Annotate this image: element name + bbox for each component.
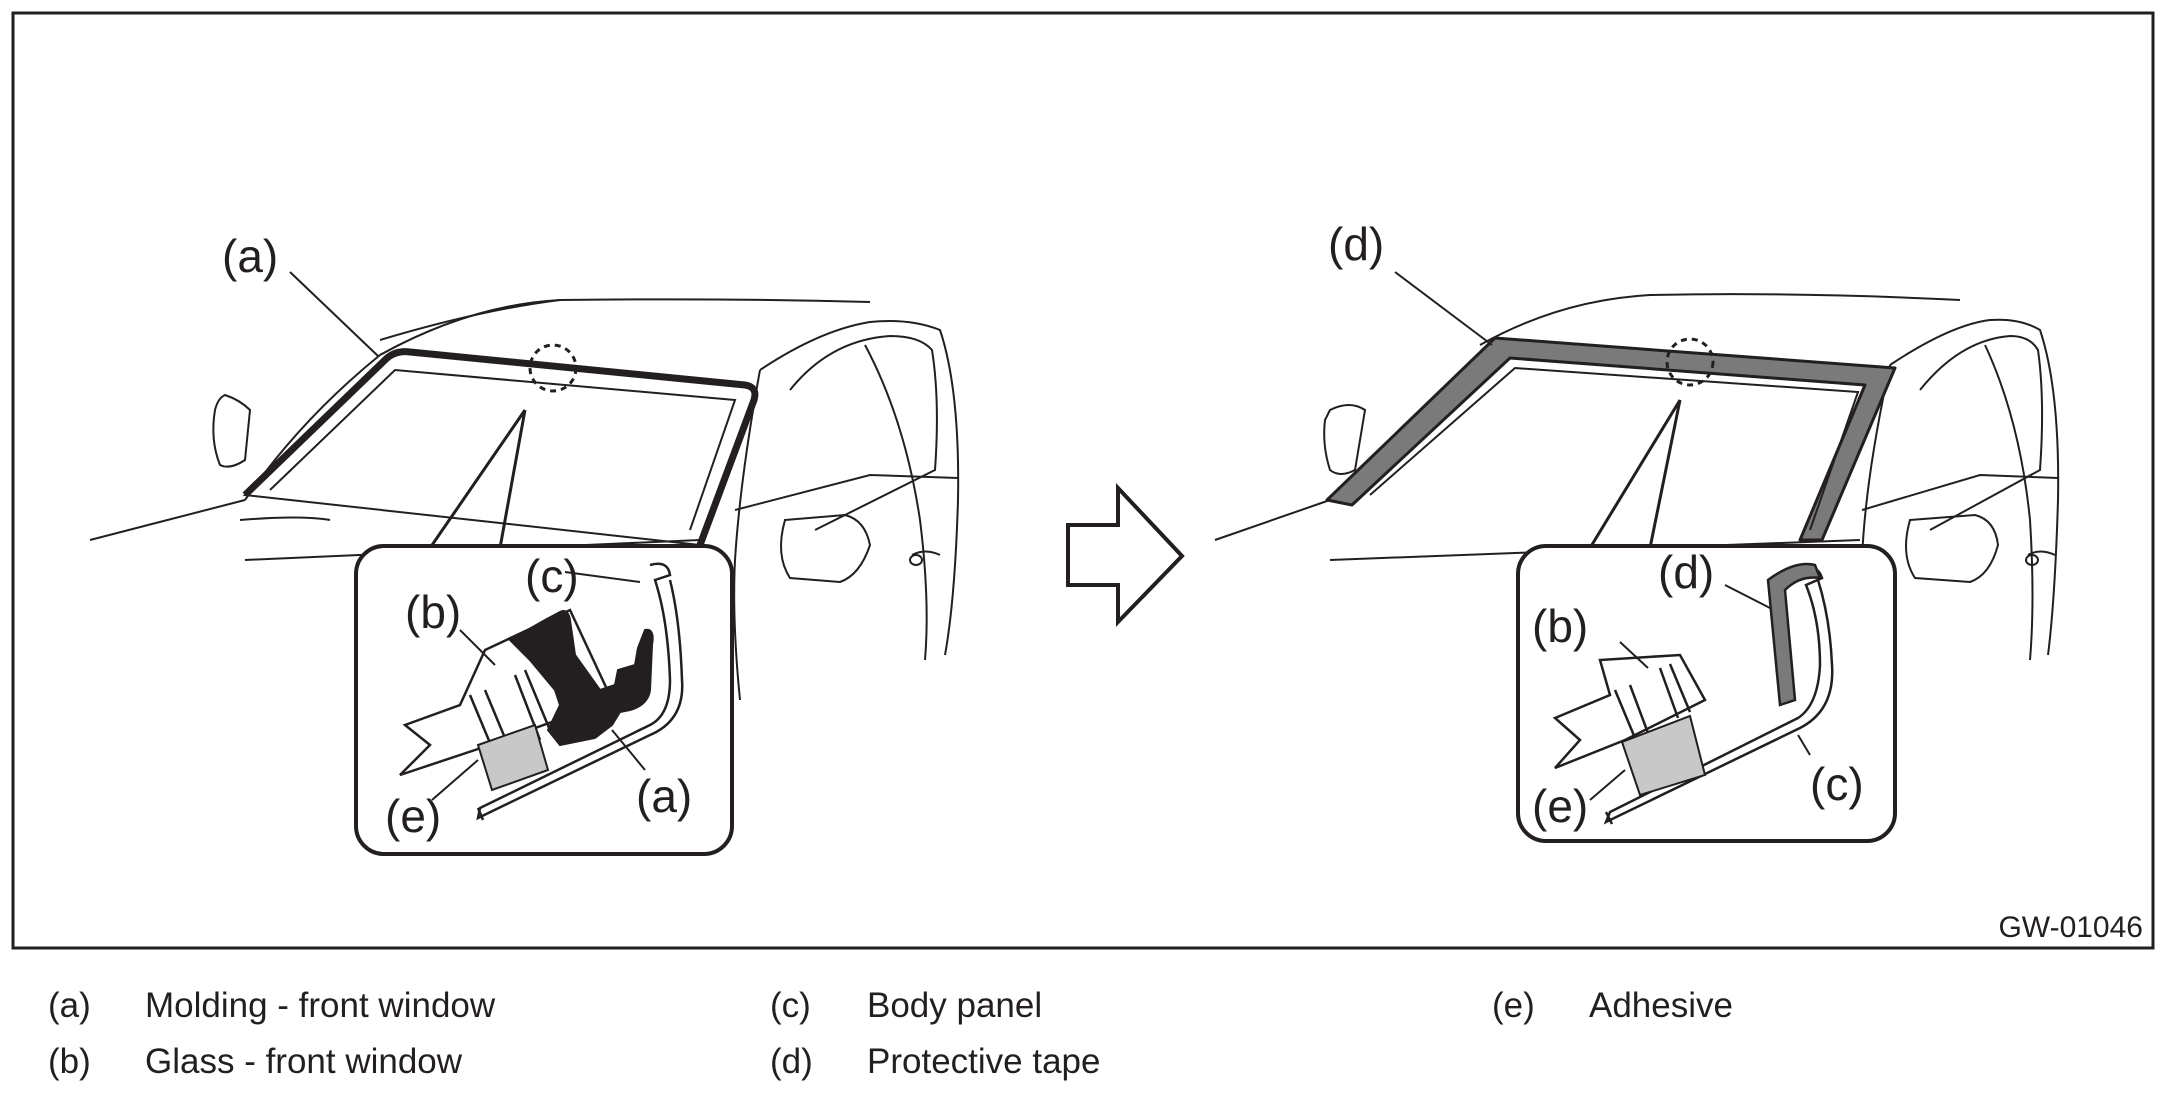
inset-glass-right <box>1552 653 1707 770</box>
legend-key: (a) <box>48 986 91 1025</box>
leader-a-top <box>289 271 379 357</box>
right-panel <box>1214 271 2060 843</box>
label-d-right-inset: (d) <box>1658 546 1714 598</box>
label-a-left-inset: (a) <box>636 770 692 822</box>
direction-arrow <box>1066 482 1185 627</box>
windshield-inner-left <box>269 368 737 531</box>
left-panel <box>89 271 960 856</box>
inset-adhesive-right <box>1620 714 1707 797</box>
legend-key: (d) <box>770 1042 813 1081</box>
label-b-right-inset: (b) <box>1532 600 1588 652</box>
legend-key: (b) <box>48 1042 91 1081</box>
label-c-right-inset: (c) <box>1810 758 1864 810</box>
inset-body-panel-left <box>476 562 684 821</box>
inset-protective-tape <box>1766 562 1822 707</box>
label-d-top: (d) <box>1328 218 1384 270</box>
inset-adhesive-left <box>476 723 550 792</box>
legend-key: (c) <box>770 986 811 1025</box>
legend-text: Glass - front window <box>145 1042 463 1081</box>
legend-text: Adhesive <box>1589 986 1733 1025</box>
detail-circle-left <box>528 343 578 393</box>
label-e-left-inset: (e) <box>385 790 441 842</box>
label-b-left-inset: (b) <box>405 586 461 638</box>
inset-body-panel-right <box>1603 567 1834 825</box>
label-a-top: (a) <box>222 230 278 282</box>
inset-molding-left <box>508 610 654 747</box>
callout-pointer-right <box>1588 399 1682 549</box>
detail-circle-right <box>1665 337 1715 387</box>
legend-text: Protective tape <box>867 1042 1101 1081</box>
molding-front-window-left <box>242 348 759 547</box>
label-e-right-inset: (e) <box>1532 780 1588 832</box>
protective-tape-band <box>1325 336 1897 542</box>
label-c-left-inset: (c) <box>525 550 579 602</box>
legend-text: Body panel <box>867 986 1043 1025</box>
callout-pointer-left <box>428 409 527 549</box>
inset-box-right <box>1516 544 1897 843</box>
legend-text: Molding - front window <box>145 986 496 1025</box>
windshield-inner-right <box>1369 366 1860 531</box>
legend-key: (e) <box>1492 986 1535 1025</box>
figure-code: GW-01046 <box>1998 911 2143 944</box>
legend: (a) Molding - front window (b) Glass - f… <box>0 978 2166 1098</box>
leader-d-top <box>1394 271 1493 346</box>
car-body-left <box>89 298 960 701</box>
